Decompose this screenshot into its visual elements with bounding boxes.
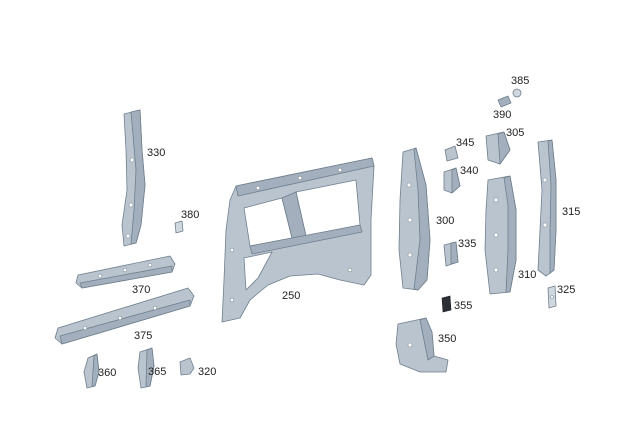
callout-315: 315 bbox=[562, 206, 580, 218]
callout-320: 320 bbox=[198, 366, 216, 378]
callout-390: 390 bbox=[493, 109, 511, 121]
callout-375: 375 bbox=[134, 330, 152, 342]
callout-250: 250 bbox=[282, 290, 300, 302]
part-310-pillar bbox=[484, 175, 517, 295]
part-250-side-panel bbox=[221, 157, 375, 323]
callout-305: 305 bbox=[506, 127, 524, 139]
part-365-bracket bbox=[137, 347, 155, 389]
part-360-bracket bbox=[83, 353, 100, 389]
part-355-pad bbox=[441, 295, 452, 313]
callout-380: 380 bbox=[181, 209, 199, 221]
part-325-tab bbox=[547, 285, 557, 309]
part-375-rocker bbox=[54, 287, 195, 345]
part-350-corner-panel bbox=[395, 317, 449, 373]
part-320-bracket bbox=[179, 357, 195, 376]
callout-365: 365 bbox=[148, 366, 166, 378]
part-330-pillar bbox=[121, 109, 146, 247]
callout-345: 345 bbox=[456, 137, 474, 149]
callout-350: 350 bbox=[438, 333, 456, 345]
part-390-rivet bbox=[497, 95, 512, 108]
callout-385: 385 bbox=[511, 75, 529, 87]
callout-330: 330 bbox=[147, 147, 165, 159]
part-340-bracket bbox=[443, 167, 461, 194]
callout-325: 325 bbox=[557, 284, 575, 296]
part-335-bracket bbox=[443, 241, 459, 267]
part-370-sill bbox=[75, 255, 176, 289]
part-380-bracket bbox=[174, 220, 184, 234]
callout-300: 300 bbox=[436, 215, 454, 227]
callout-360: 360 bbox=[98, 367, 116, 379]
callout-340: 340 bbox=[460, 165, 478, 177]
callout-310: 310 bbox=[518, 269, 536, 281]
callout-355: 355 bbox=[454, 300, 472, 312]
part-300-pillar bbox=[398, 147, 431, 291]
part-385-clip bbox=[512, 88, 522, 98]
callout-335: 335 bbox=[458, 238, 476, 250]
part-315-pillar bbox=[537, 139, 557, 277]
part-305-bracket bbox=[485, 131, 511, 165]
part-345-bracket bbox=[444, 145, 459, 162]
callout-370: 370 bbox=[132, 284, 150, 296]
